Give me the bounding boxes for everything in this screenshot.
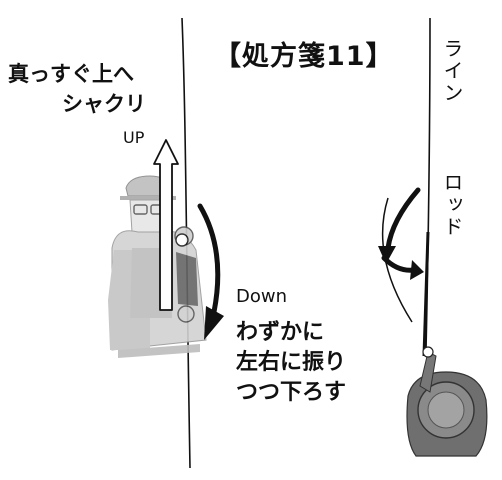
down-curved-arrow (197, 203, 224, 340)
down-label: Down (236, 286, 288, 307)
right-fishing-rod (422, 231, 430, 357)
right-angler-figure (406, 346, 488, 457)
line-label: ライン (440, 38, 464, 104)
page-title: 【処方箋11】 (214, 41, 394, 72)
instruction-down-line1: わずかに (236, 320, 325, 345)
up-arrow (153, 139, 179, 311)
left-angler-figure (108, 175, 207, 358)
up-label: UP (123, 128, 145, 147)
instruction-down-line2: 左右に振り (236, 350, 347, 375)
instruction-up-line2: シャクリ (62, 92, 146, 116)
swing-curved-arrow (378, 187, 424, 323)
left-fishing-line (181, 17, 191, 469)
instruction-down-line3: つつ下ろす (236, 380, 347, 405)
rod-label: ロッド (440, 172, 464, 238)
instruction-up-line1: 真っすぐ上へ (8, 62, 134, 86)
